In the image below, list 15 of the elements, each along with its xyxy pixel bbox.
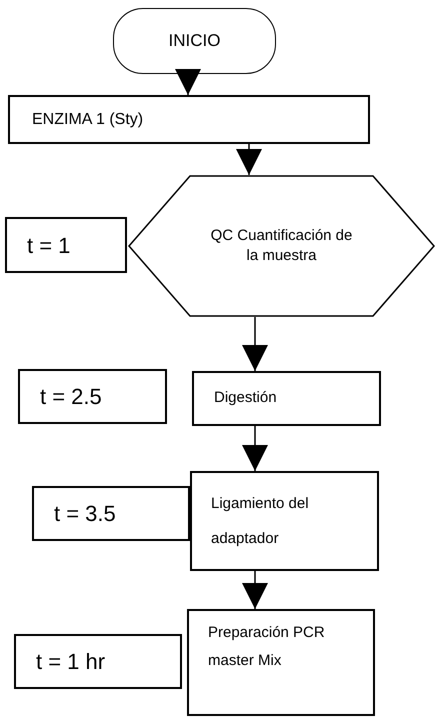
process-box: Preparación PCR master Mix [187, 609, 375, 716]
time-box: t = 2.5 [18, 369, 167, 424]
arrow [242, 317, 268, 371]
arrow [242, 571, 268, 609]
process-box: Digestión [192, 371, 381, 426]
preparation-hexagon: QC Cuantificación de la muestra [128, 175, 435, 317]
start-terminal: INICIO [113, 8, 276, 74]
arrow [236, 144, 262, 175]
time-box: t = 1 [5, 217, 127, 273]
time-box: t = 3.5 [32, 486, 190, 541]
arrow [175, 69, 201, 95]
process-box: Ligamiento del adaptador [190, 471, 379, 571]
arrow [242, 426, 268, 471]
time-box: t = 1 hr [14, 634, 182, 689]
process-box: ENZIMA 1 (Sty) [8, 95, 370, 144]
